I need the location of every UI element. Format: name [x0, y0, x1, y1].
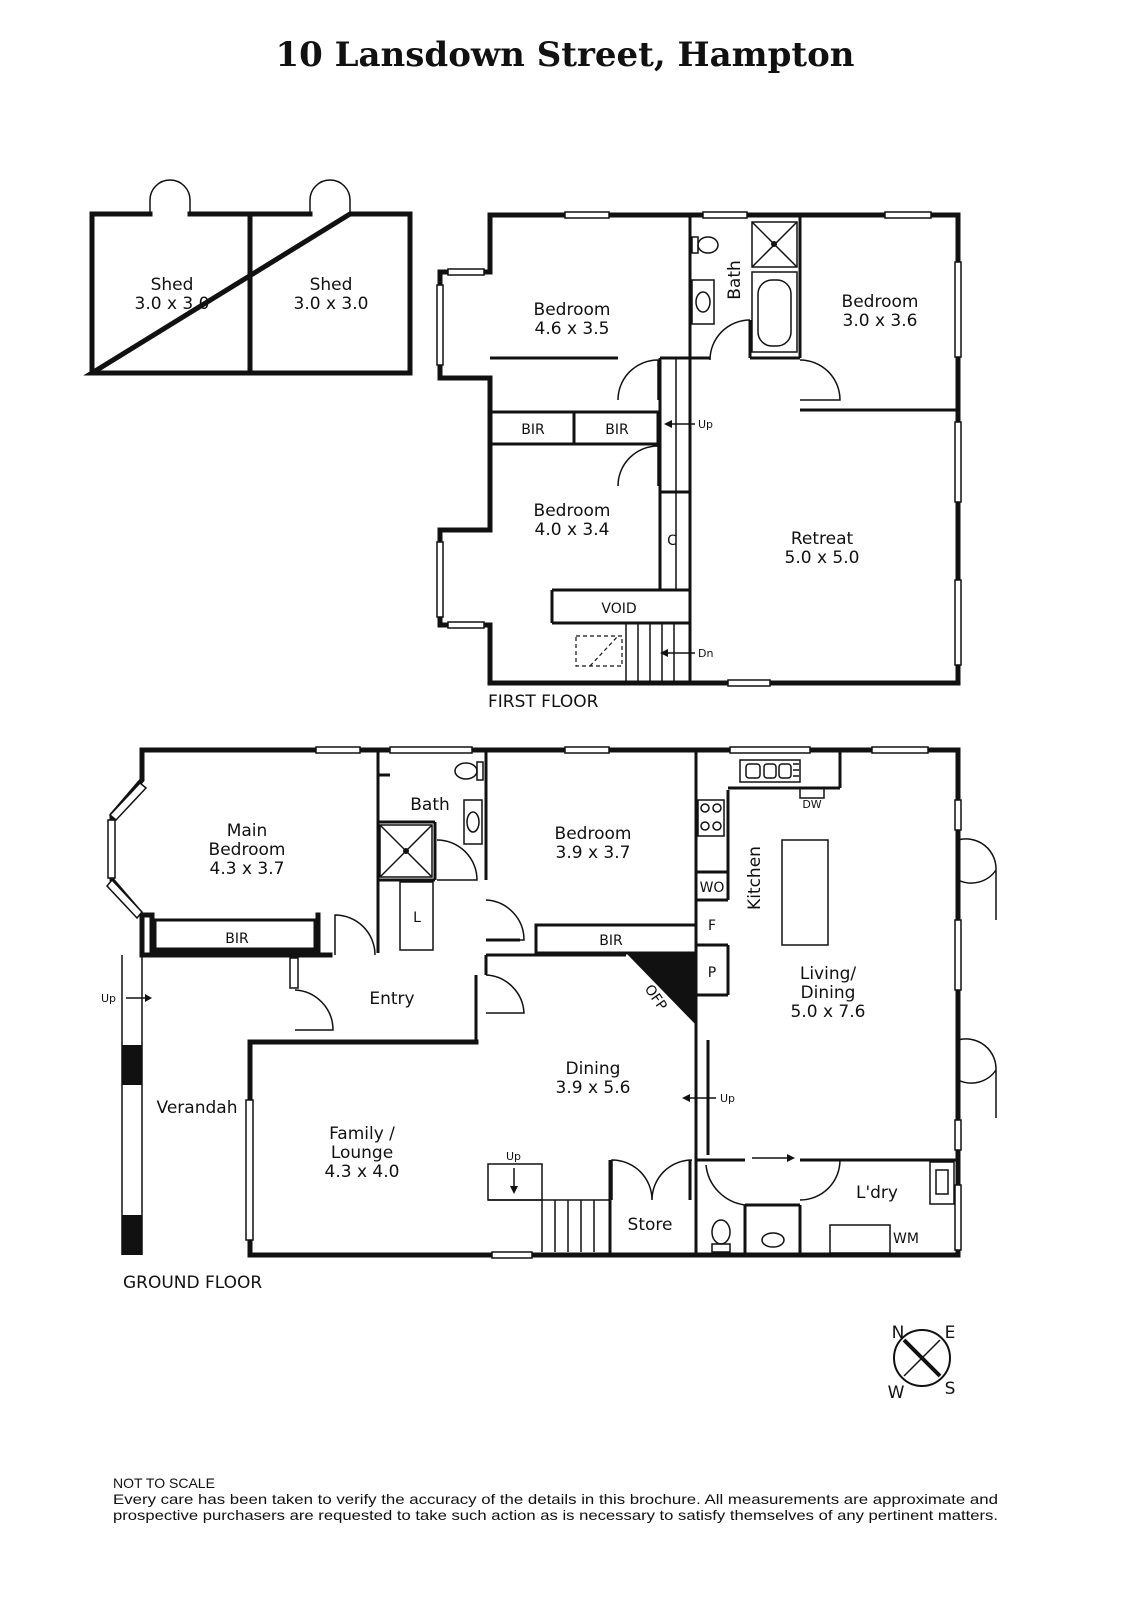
gf-living-size: 5.0 x 7.6	[791, 1002, 866, 1022]
compass-west: W	[888, 1383, 905, 1403]
ff-bedroom-b-name: Bedroom	[842, 292, 919, 312]
gf-verandah-label: Verandah	[157, 1098, 238, 1118]
ff-bedroom-a-size: 4.6 x 3.5	[535, 319, 610, 339]
gf-bath-label: Bath	[410, 795, 450, 815]
gf-main-bedroom-line1: Main	[227, 821, 268, 841]
compass-east: E	[945, 1323, 956, 1343]
ground-floor-label: GROUND FLOOR	[123, 1273, 262, 1293]
disclaimer: NOT TO SCALE Every care has been taken t…	[113, 1475, 998, 1523]
ff-bir-1-label: BIR	[521, 422, 545, 438]
ff-bir-2-label: BIR	[605, 422, 629, 438]
gf-family-line2: Lounge	[331, 1143, 393, 1163]
gf-living-line2: Dining	[801, 983, 856, 1003]
first-floor: Up Dn Bedroom 4.6 x 3.5 Bedroom 3.0 x 3.…	[436, 211, 962, 712]
gf-family-size: 4.3 x 4.0	[325, 1162, 400, 1182]
compass-south: S	[945, 1379, 956, 1399]
ff-cupboard-label: C	[667, 533, 677, 549]
ff-stair-up-label: Up	[698, 418, 713, 431]
gf-entry-label: Entry	[369, 989, 414, 1009]
ff-bedroom-c-name: Bedroom	[534, 501, 611, 521]
compass-north: N	[892, 1323, 905, 1343]
ff-stair-down-label: Dn	[698, 647, 713, 660]
disclaimer-line-1: Every care has been taken to verify the …	[113, 1491, 998, 1507]
disclaimer-line-2: prospective purchasers are requested to …	[113, 1507, 998, 1523]
gf-living-line1: Living/	[800, 964, 857, 984]
ff-bedroom-c-size: 4.0 x 3.4	[535, 520, 610, 540]
gf-main-bedroom-line2: Bedroom	[209, 840, 286, 860]
gf-pantry-label: P	[708, 965, 716, 981]
disclaimer-heading: NOT TO SCALE	[113, 1475, 215, 1491]
gf-dw-label: DW	[802, 798, 821, 811]
gf-bir-bed-label: BIR	[599, 933, 623, 949]
ff-retreat-name: Retreat	[791, 529, 854, 549]
gf-family-line1: Family /	[329, 1124, 395, 1144]
shed-1-name: Shed	[151, 275, 194, 295]
gf-verandah-up-label: Up	[101, 992, 116, 1005]
gf-main-bedroom-size: 4.3 x 3.7	[210, 859, 285, 879]
shed-1-size: 3.0 x 3.0	[135, 294, 210, 314]
gf-store-label: Store	[628, 1215, 673, 1235]
first-floor-label: FIRST FLOOR	[488, 692, 599, 712]
ff-bath-label: Bath	[725, 260, 745, 300]
gf-bir-main-label: BIR	[225, 931, 249, 947]
gf-kitchen-label: Kitchen	[745, 846, 765, 910]
shed-2-size: 3.0 x 3.0	[294, 294, 369, 314]
gf-laundry-label: L'dry	[856, 1183, 898, 1203]
ff-bedroom-b-size: 3.0 x 3.6	[843, 311, 918, 331]
ff-retreat-size: 5.0 x 5.0	[785, 548, 860, 568]
shed-2-name: Shed	[310, 275, 353, 295]
compass: N E S W	[888, 1323, 956, 1403]
compass-ring	[893, 1329, 951, 1387]
ground-floor: Up	[101, 746, 997, 1293]
sheds: Shed 3.0 x 3.0 Shed 3.0 x 3.0	[83, 179, 413, 376]
gf-bedroom-name: Bedroom	[555, 824, 632, 844]
gf-dining-size: 3.9 x 5.6	[556, 1078, 631, 1098]
gf-dining-name: Dining	[566, 1059, 621, 1079]
gf-fridge-label: F	[708, 918, 716, 934]
gf-linen-label: L	[413, 910, 421, 926]
gf-dining-up-label: Up	[720, 1092, 735, 1105]
gf-wm-label: WM	[893, 1231, 919, 1247]
ff-bedroom-a-name: Bedroom	[534, 300, 611, 320]
gf-wo-label: WO	[700, 880, 725, 896]
ff-void-label: VOID	[601, 601, 636, 617]
gf-bedroom-size: 3.9 x 3.7	[556, 843, 631, 863]
gf-stair-up-label: Up	[506, 1150, 521, 1163]
page-title: 10 Lansdown Street, Hampton	[275, 35, 854, 75]
